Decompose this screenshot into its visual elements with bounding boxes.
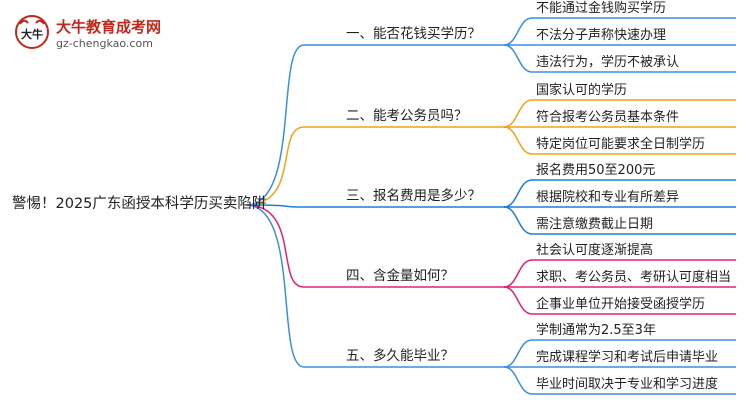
root-topic: 警惕！2025广东函授本科学历买卖陷阱 bbox=[12, 196, 267, 212]
leaf-topic: 需注意缴费截止日期 bbox=[536, 217, 654, 232]
leaf-topic: 违法行为，学历不被承认 bbox=[536, 55, 680, 70]
leaf-topic: 报名费用50至200元 bbox=[536, 163, 656, 178]
logo-title: 大牛教育成考网 bbox=[56, 18, 162, 36]
leaf-topic: 不法分子声称快速办理 bbox=[536, 28, 667, 43]
leaf-connector bbox=[503, 339, 736, 368]
leaf-topic: 企事业单位开始接受函授学历 bbox=[536, 297, 706, 312]
branch-topic: 四、含金量如何？ bbox=[346, 268, 454, 284]
leaf-topic: 学制通常为2.5至3年 bbox=[536, 323, 656, 338]
branch-connector bbox=[245, 204, 504, 288]
leaf-connector bbox=[503, 206, 736, 235]
leaf-topic: 社会认可度逐渐提高 bbox=[536, 243, 654, 258]
leaf-topic: 不能通过金钱购买学历 bbox=[536, 1, 667, 16]
leaf-connector bbox=[503, 259, 736, 288]
leaf-connector bbox=[503, 44, 736, 73]
leaf-topic: 国家认可的学历 bbox=[536, 83, 628, 98]
leaf-connector bbox=[503, 126, 736, 155]
leaf-topic: 毕业时间取决于专业和学习进度 bbox=[536, 377, 719, 392]
leaf-topic: 求职、考公务员、考研认可度相当 bbox=[536, 270, 732, 285]
branch-connector bbox=[245, 44, 504, 206]
leaf-topic: 符合报考公务员基本条件 bbox=[536, 110, 680, 125]
leaf-topic: 根据院校和专业有所差异 bbox=[536, 190, 680, 205]
branch-connector bbox=[245, 204, 504, 208]
site-logo: 大牛 大牛教育成考网 gz-chengkao.com bbox=[14, 12, 194, 54]
leaf-connector bbox=[503, 17, 736, 46]
branch-topic: 一、能否花钱买学历？ bbox=[346, 26, 481, 42]
bull-logo-icon: 大牛 bbox=[15, 15, 49, 49]
leaf-connector bbox=[503, 286, 736, 315]
leaf-connector bbox=[503, 99, 736, 128]
branch-topic: 三、报名费用是多少？ bbox=[346, 188, 481, 204]
branch-connector bbox=[245, 204, 504, 368]
leaf-topic: 特定岗位可能要求全日制学历 bbox=[536, 137, 706, 152]
branch-topic: 二、能考公务员吗？ bbox=[346, 108, 468, 124]
svg-text:大牛: 大牛 bbox=[21, 27, 43, 41]
leaf-topic: 完成课程学习和考试后申请毕业 bbox=[536, 350, 719, 365]
branch-connector bbox=[245, 126, 504, 206]
logo-url: gz-chengkao.com bbox=[56, 37, 153, 50]
branch-topic: 五、多久能毕业？ bbox=[346, 348, 454, 364]
leaf-connector bbox=[503, 179, 736, 208]
leaf-connector bbox=[503, 366, 736, 395]
